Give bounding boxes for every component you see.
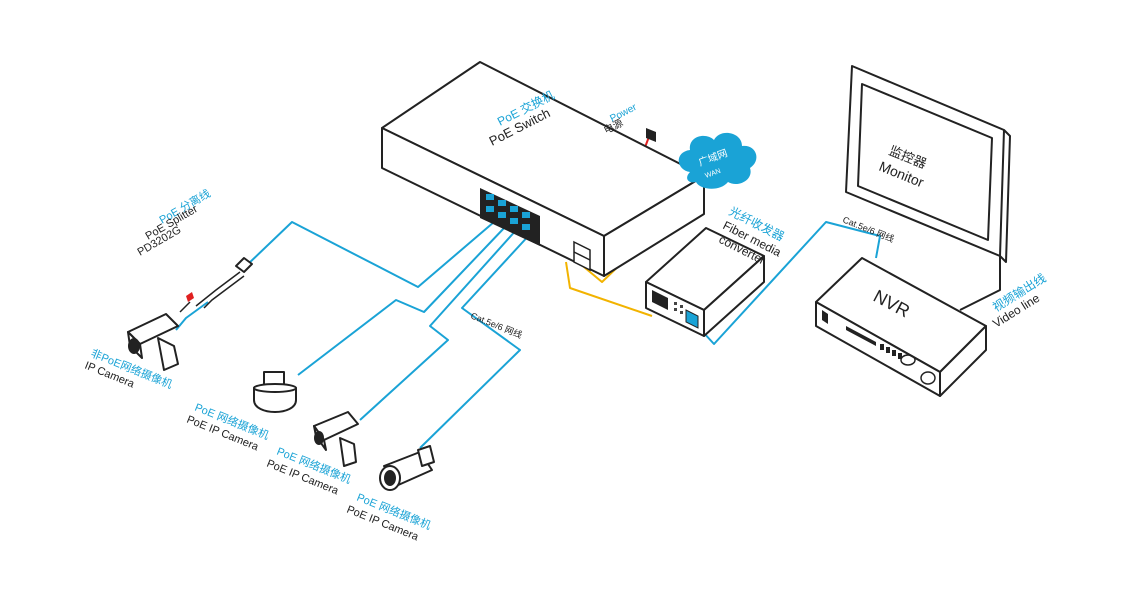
poe-splitter: PoE 分离线 PoE Splitter PD3202G	[136, 186, 253, 313]
camera-box: PoE 网络摄像机 PoE IP Camera	[265, 411, 359, 498]
converter-fiber-port	[652, 290, 668, 310]
cable-bullet-camera-to-switch	[419, 231, 533, 449]
camera-non-poe: 非PoE网络摄像机 IP Camera	[83, 313, 179, 391]
camera-cable-label: Cat.5e/6 网线	[469, 310, 524, 341]
power-socket	[646, 128, 656, 142]
cable-splitter-to-camera	[175, 301, 209, 331]
switch-ports	[480, 188, 540, 246]
nvr-button	[900, 354, 916, 366]
nvr-disk-slot	[846, 326, 876, 346]
cable-splitter-to-switch	[245, 221, 495, 288]
splitter-connector	[235, 257, 253, 273]
cloud-icon	[678, 132, 757, 189]
fiber-cable-switch-to-converter	[565, 261, 653, 317]
nvr-knob	[920, 371, 936, 385]
converter-rj45-port	[685, 309, 699, 329]
cable-dome-camera-to-switch	[297, 225, 507, 376]
cable-box-camera-to-switch	[359, 227, 519, 421]
poe-switch: PoE 交换机 PoE Switch Power 电源	[381, 61, 705, 277]
wan-cloud: 广域网 WAN	[678, 132, 757, 189]
nvr: NVR Cat.5e/6 网线 视频输出线 Video line	[815, 214, 1048, 397]
monitor: 监控器 Monitor	[845, 65, 1011, 311]
camera-dome: PoE 网络摄像机 PoE IP Camera	[185, 371, 297, 454]
camera-bullet: PoE 网络摄像机 PoE IP Camera	[345, 445, 435, 544]
fiber-media-converter: 光纤收发器 Fiber media converter	[645, 203, 787, 337]
